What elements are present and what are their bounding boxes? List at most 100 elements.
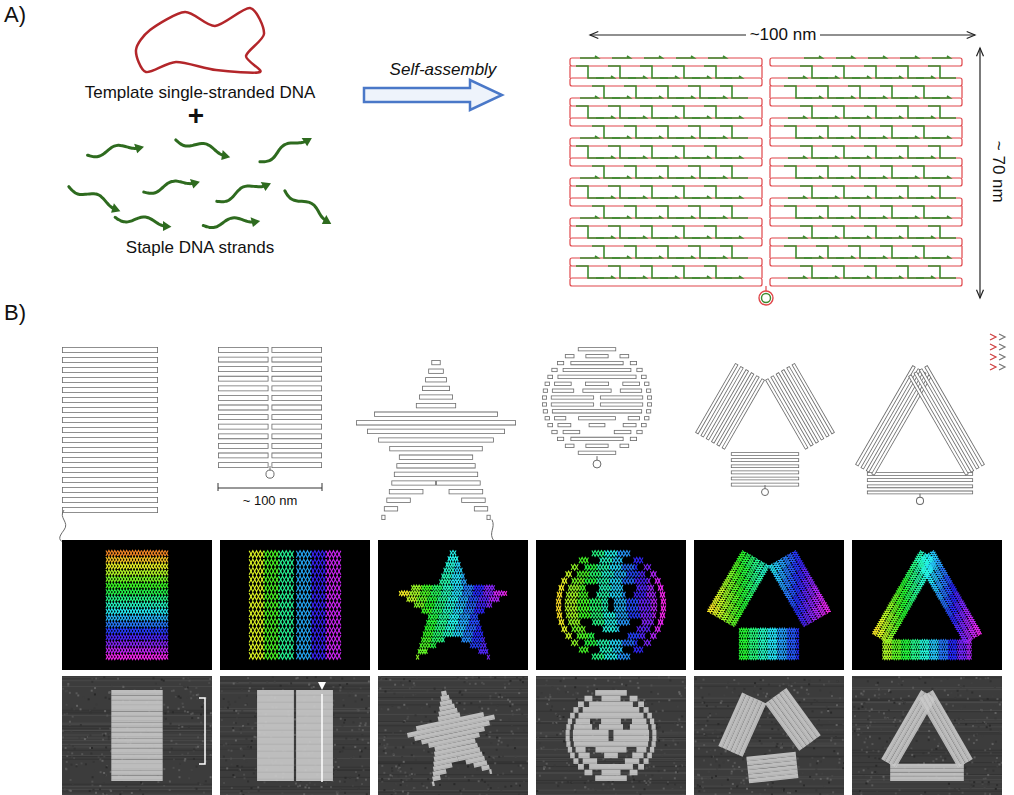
colored-model [378,540,528,670]
afm-image [226,767,228,769]
afm-image [101,760,103,762]
colored-shape [141,551,153,556]
afm-image [423,749,425,751]
colored-shape [311,585,326,592]
afm-image [179,683,181,685]
colored-shape [249,576,264,583]
afm-image [81,753,83,755]
colored-shape [463,608,473,613]
afm-image [457,676,459,678]
afm-image [280,685,282,687]
colored-shape [264,559,279,566]
afm-image [181,771,183,773]
origami-grid [762,294,771,303]
colored-shape [118,596,130,601]
afm-image [66,713,68,715]
afm-shape [111,706,162,711]
afm-image [178,724,180,726]
colored-shape [454,568,462,573]
afm-image [226,794,228,795]
colored-shape [445,603,455,608]
schematic-shape [272,385,322,391]
colored-shape [279,593,294,600]
afm-image [343,722,345,724]
afm-shape [111,770,162,775]
colored-shape [141,602,153,607]
colored-shape [449,614,460,619]
afm-image [345,737,347,739]
colored-shape [487,603,492,608]
colored-shape [448,620,459,625]
afm-image [233,722,235,724]
colored-shape [165,622,168,627]
colored-shape [437,620,448,625]
colored-shape [311,610,326,617]
afm-image [495,692,497,694]
colored-shape [165,570,168,575]
colored-shape [249,601,264,608]
afm-image [498,740,500,742]
origami-grid [804,96,822,98]
afm-image [210,776,212,778]
schematic-shape [272,414,322,420]
afm-image [339,788,341,790]
schematic-shape [272,377,321,381]
afm-image [356,738,358,740]
origami-grid [932,136,950,138]
colored-shape [130,576,142,581]
origami-grid [580,176,598,178]
afm-shape [111,763,162,764]
afm-image [195,687,197,689]
afm-image [94,693,96,695]
afm-image [191,717,193,719]
colored-shape [279,559,294,566]
colored-shape [141,602,153,607]
afm-image [360,687,362,689]
colored-shape [453,608,463,613]
afm-image [236,711,238,713]
afm-image [211,740,212,742]
afm-image [179,776,181,778]
colored-shape [296,551,311,558]
colored-shape [326,551,341,558]
afm-image [99,788,101,790]
afm-image [232,727,234,729]
schematic-shape [218,347,268,353]
colored-shape [421,637,431,642]
origami-grid [900,216,918,218]
colored-shape [165,563,168,568]
colored-shape [296,593,311,600]
colored-shape [165,551,168,556]
afm-image [197,746,199,748]
afm-image [339,684,341,686]
staple-strand [68,183,117,208]
colored-shape [264,627,279,634]
afm-image [67,751,69,753]
schematic-shape [63,458,157,462]
afm-shape [111,699,162,700]
afm-image [62,713,212,714]
origami-grid [644,176,662,178]
colored-shape [326,610,341,617]
colored-shape [450,579,461,584]
afm-image [240,728,242,730]
afm-image [391,750,393,752]
origami-grid [660,116,678,118]
origami-grid [570,78,762,86]
colored-shape [165,596,168,601]
schematic-shape [62,447,158,453]
colored-shape [279,559,294,566]
afm-image [466,677,468,679]
origami-grid [692,276,710,278]
colored-shape [443,632,453,637]
schematic-shape [62,477,158,483]
colored-shape [249,610,264,617]
origami-grid [765,286,766,291]
afm-image [272,676,274,678]
schematic-shape [385,507,398,511]
afm-image [363,769,365,771]
afm-image [193,748,195,750]
colored-shape [165,602,168,607]
colored-shape [482,637,485,642]
afm-image [74,748,76,750]
